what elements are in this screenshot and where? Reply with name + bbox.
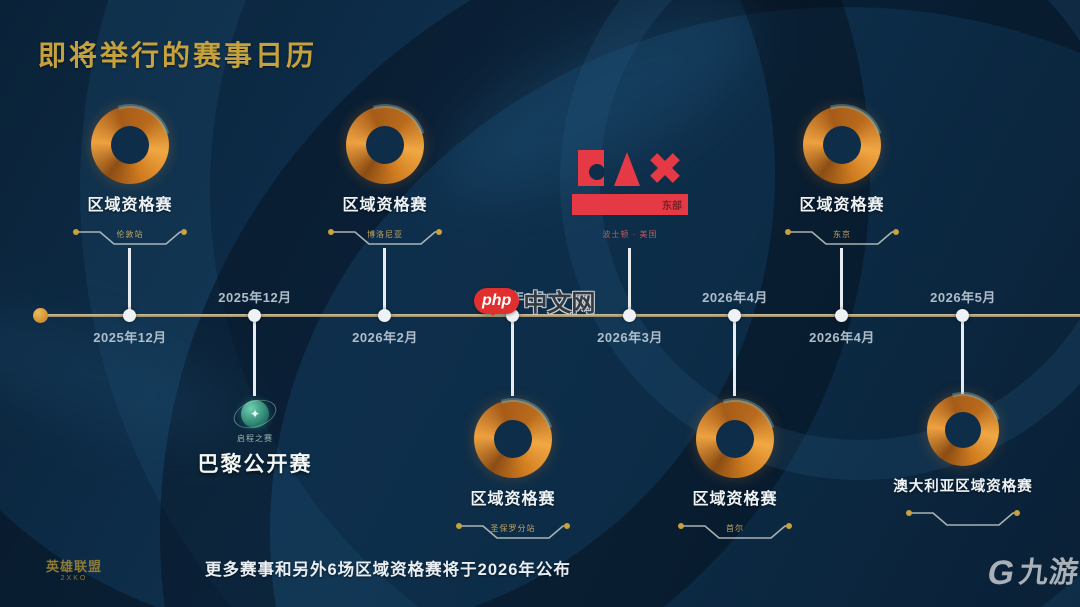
game-logo: 英雄联盟 2XKO [46,556,102,582]
event-label: 区域资格赛 [470,491,556,508]
event-pax-east: 东部 波士顿 · 美国 [565,148,695,240]
timeline-stem [733,322,736,396]
pax-logo-icon: 东部 [572,150,688,215]
timeline-date: 2026年4月 [809,330,875,345]
venue-label: 首尔 [726,524,744,533]
timeline-stem [628,248,631,312]
game-logo-text: 英雄联盟 [46,559,103,574]
event-label: 巴黎公开赛 [197,453,313,476]
banner-bracket-icon [903,505,1023,531]
venue-label: 波士顿 · 美国 [602,230,658,239]
timeline-dot [728,309,741,322]
vortex-logo-icon [696,400,774,478]
timeline-start-dot [33,308,48,323]
timeline-dot [123,309,136,322]
event-label: 区域资格赛 [87,197,173,214]
series-label: 启程之赛 [237,434,273,443]
game-logo-subtext: 2XKO [60,575,88,582]
timeline-stem [128,248,131,312]
timeline-stem [253,322,256,396]
jiuyou-logo-icon: G [984,554,1018,592]
vortex-logo-icon [91,106,169,184]
jiuyou-watermark-text: 九游 [1017,556,1080,589]
timeline-dot [378,309,391,322]
event-regional-qualifier-2: 区域资格赛 博洛尼亚 [320,106,450,250]
timeline-date: 2026年4月 [702,290,768,305]
venue-label: 伦敦站 [116,230,144,239]
timeline-dot [248,309,261,322]
php-badge-icon: php [474,287,520,316]
banner-bracket-icon: 伦敦站 [70,224,190,250]
vortex-logo-icon [803,106,881,184]
vortex-logo-icon [474,400,552,478]
timeline-stem [383,248,386,312]
timeline-dot [956,309,969,322]
event-regional-qualifier-4: 区域资格赛 东京 [777,106,907,250]
vortex-logo-icon [346,106,424,184]
venue-label: 圣保罗分站 [490,524,536,533]
venue-label: 东京 [833,230,851,239]
banner-bracket-icon: 东京 [782,224,902,250]
venue-label: 博洛尼亚 [367,230,403,239]
timeline-date: 2025年12月 [218,290,292,305]
banner-bracket-icon: 首尔 [675,518,795,544]
event-regional-qualifier-1: 区域资格赛 伦敦站 [65,106,195,250]
timeline-dot [623,309,636,322]
timeline-stem [840,248,843,312]
timeline-date: 2026年3月 [597,330,663,345]
footer-note: 更多赛事和另外6场区域资格赛将于2026年公布 [205,561,571,579]
event-label: 澳大利亚区域资格赛 [893,479,1033,495]
banner-bracket-icon: 博洛尼亚 [325,224,445,250]
timeline-stem [961,322,964,396]
event-paris-open: ✦ 启程之赛 巴黎公开赛 [170,400,340,478]
event-label: 区域资格赛 [342,197,428,214]
paris-open-icon: ✦ [241,400,269,428]
timeline-date: 2026年5月 [930,290,996,305]
event-regional-qualifier-3: 区域资格赛 圣保罗分站 [448,400,578,544]
pax-bar-label: 东部 [662,199,682,212]
event-label: 区域资格赛 [799,197,885,214]
php-watermark-text: 中文网 [523,290,596,317]
spark-icon: ✦ [249,407,261,421]
timeline-date: 2025年12月 [93,330,167,345]
timeline-stem [511,322,514,396]
event-regional-qualifier-5: 区域资格赛 首尔 [670,400,800,544]
timeline-line [40,314,1080,317]
event-australia-qualifier: 澳大利亚区域资格赛 [883,394,1043,531]
jiuyou-watermark: G 九游 [984,554,1080,592]
page-title: 即将举行的赛事日历 [38,40,318,71]
vortex-logo-icon [927,394,999,466]
banner-bracket-icon: 圣保罗分站 [453,518,573,544]
event-label: 区域资格赛 [692,491,778,508]
timeline-dot [835,309,848,322]
timeline-date: 2026年2月 [352,330,418,345]
php-watermark: php 中文网 [474,283,595,318]
